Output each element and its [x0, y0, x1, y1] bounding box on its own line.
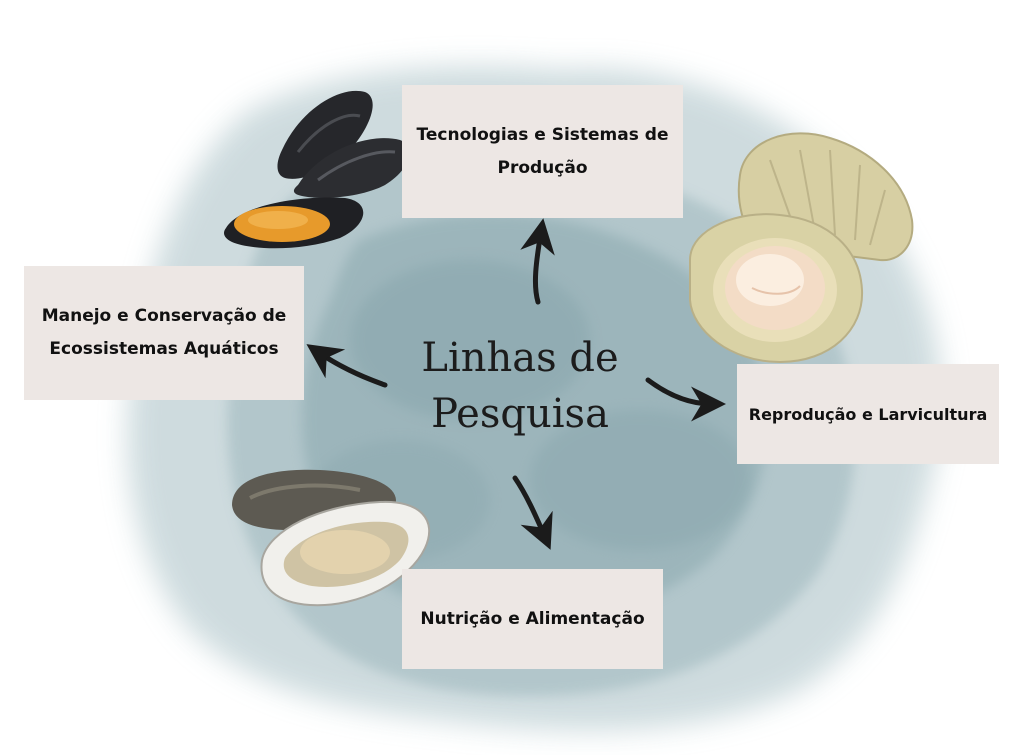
title-line-1: Linhas de	[421, 335, 619, 381]
arrows	[306, 218, 726, 550]
topic-label: Nutrição e Alimentação	[420, 608, 645, 629]
topic-box-nutrition-feeding: Nutrição e Alimentação	[402, 569, 663, 669]
topic-label-line-1: Manejo e Conservação de	[41, 306, 287, 326]
scallop-illustration	[689, 132, 914, 364]
topic-box-reproduction-larviculture: Reprodução e Larvicultura	[737, 364, 999, 464]
topic-label: Reprodução e Larvicultura	[748, 404, 988, 424]
topic-label-line-2: Ecossistemas Aquáticos	[49, 339, 279, 359]
topic-box-production-technologies: Tecnologias e Sistemas de Produção	[402, 85, 683, 218]
arrow-to-top	[520, 218, 555, 305]
topic-box-ecosystem-management: Manejo e Conservação de Ecossistemas Aqu…	[24, 266, 304, 400]
arrow-to-left	[306, 344, 388, 388]
topic-label-line-1: Tecnologias e Sistemas de	[416, 124, 669, 145]
topic-label-line-2: Produção	[497, 157, 588, 178]
mussel-illustration	[224, 90, 410, 249]
diagram-title: Linhas de Pesquisa	[400, 330, 640, 442]
arrow-to-right	[645, 377, 726, 422]
title-line-2: Pesquisa	[431, 391, 609, 437]
oyster-illustration	[232, 469, 431, 607]
arrow-to-bottom	[512, 475, 553, 550]
